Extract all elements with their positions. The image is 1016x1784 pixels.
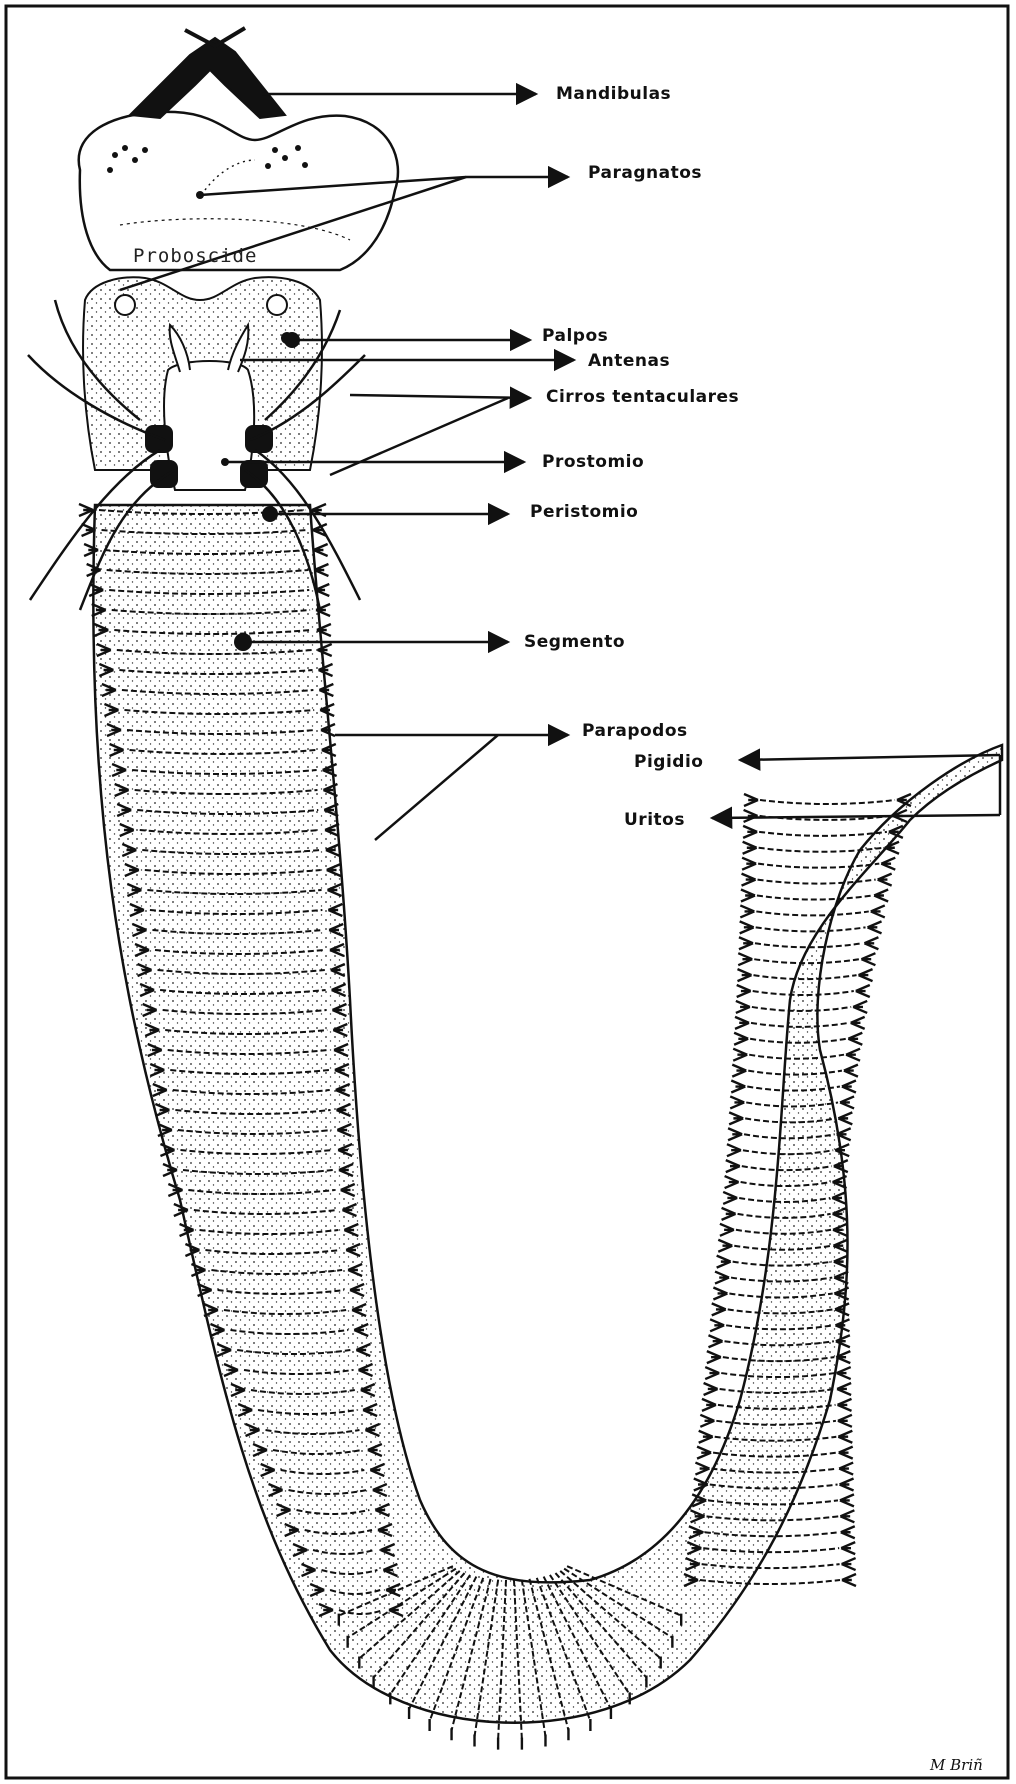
label-paragnatos: Paragnatos xyxy=(588,163,702,183)
label-pigidio: Pigidio xyxy=(634,752,703,772)
signature: M Briñ xyxy=(929,1756,983,1774)
label-mandibulas: Mandibulas xyxy=(556,84,671,104)
label-palpos: Palpos xyxy=(542,326,608,346)
palp-right xyxy=(267,295,287,315)
label-prostomio: Prostomio xyxy=(542,452,644,472)
label-peristomio: Peristomio xyxy=(530,502,638,522)
label-proboscide: Proboscide xyxy=(133,245,257,267)
mandibles-shape xyxy=(130,38,285,118)
label-antenas: Antenas xyxy=(588,351,670,371)
label-uritos: Uritos xyxy=(624,810,685,830)
worm-body xyxy=(79,504,1002,1750)
label-segmento: Segmento xyxy=(524,632,625,652)
palp-left xyxy=(115,295,135,315)
label-cirros: Cirros tentaculares xyxy=(546,387,739,407)
label-parapodos: Parapodos xyxy=(582,721,688,741)
